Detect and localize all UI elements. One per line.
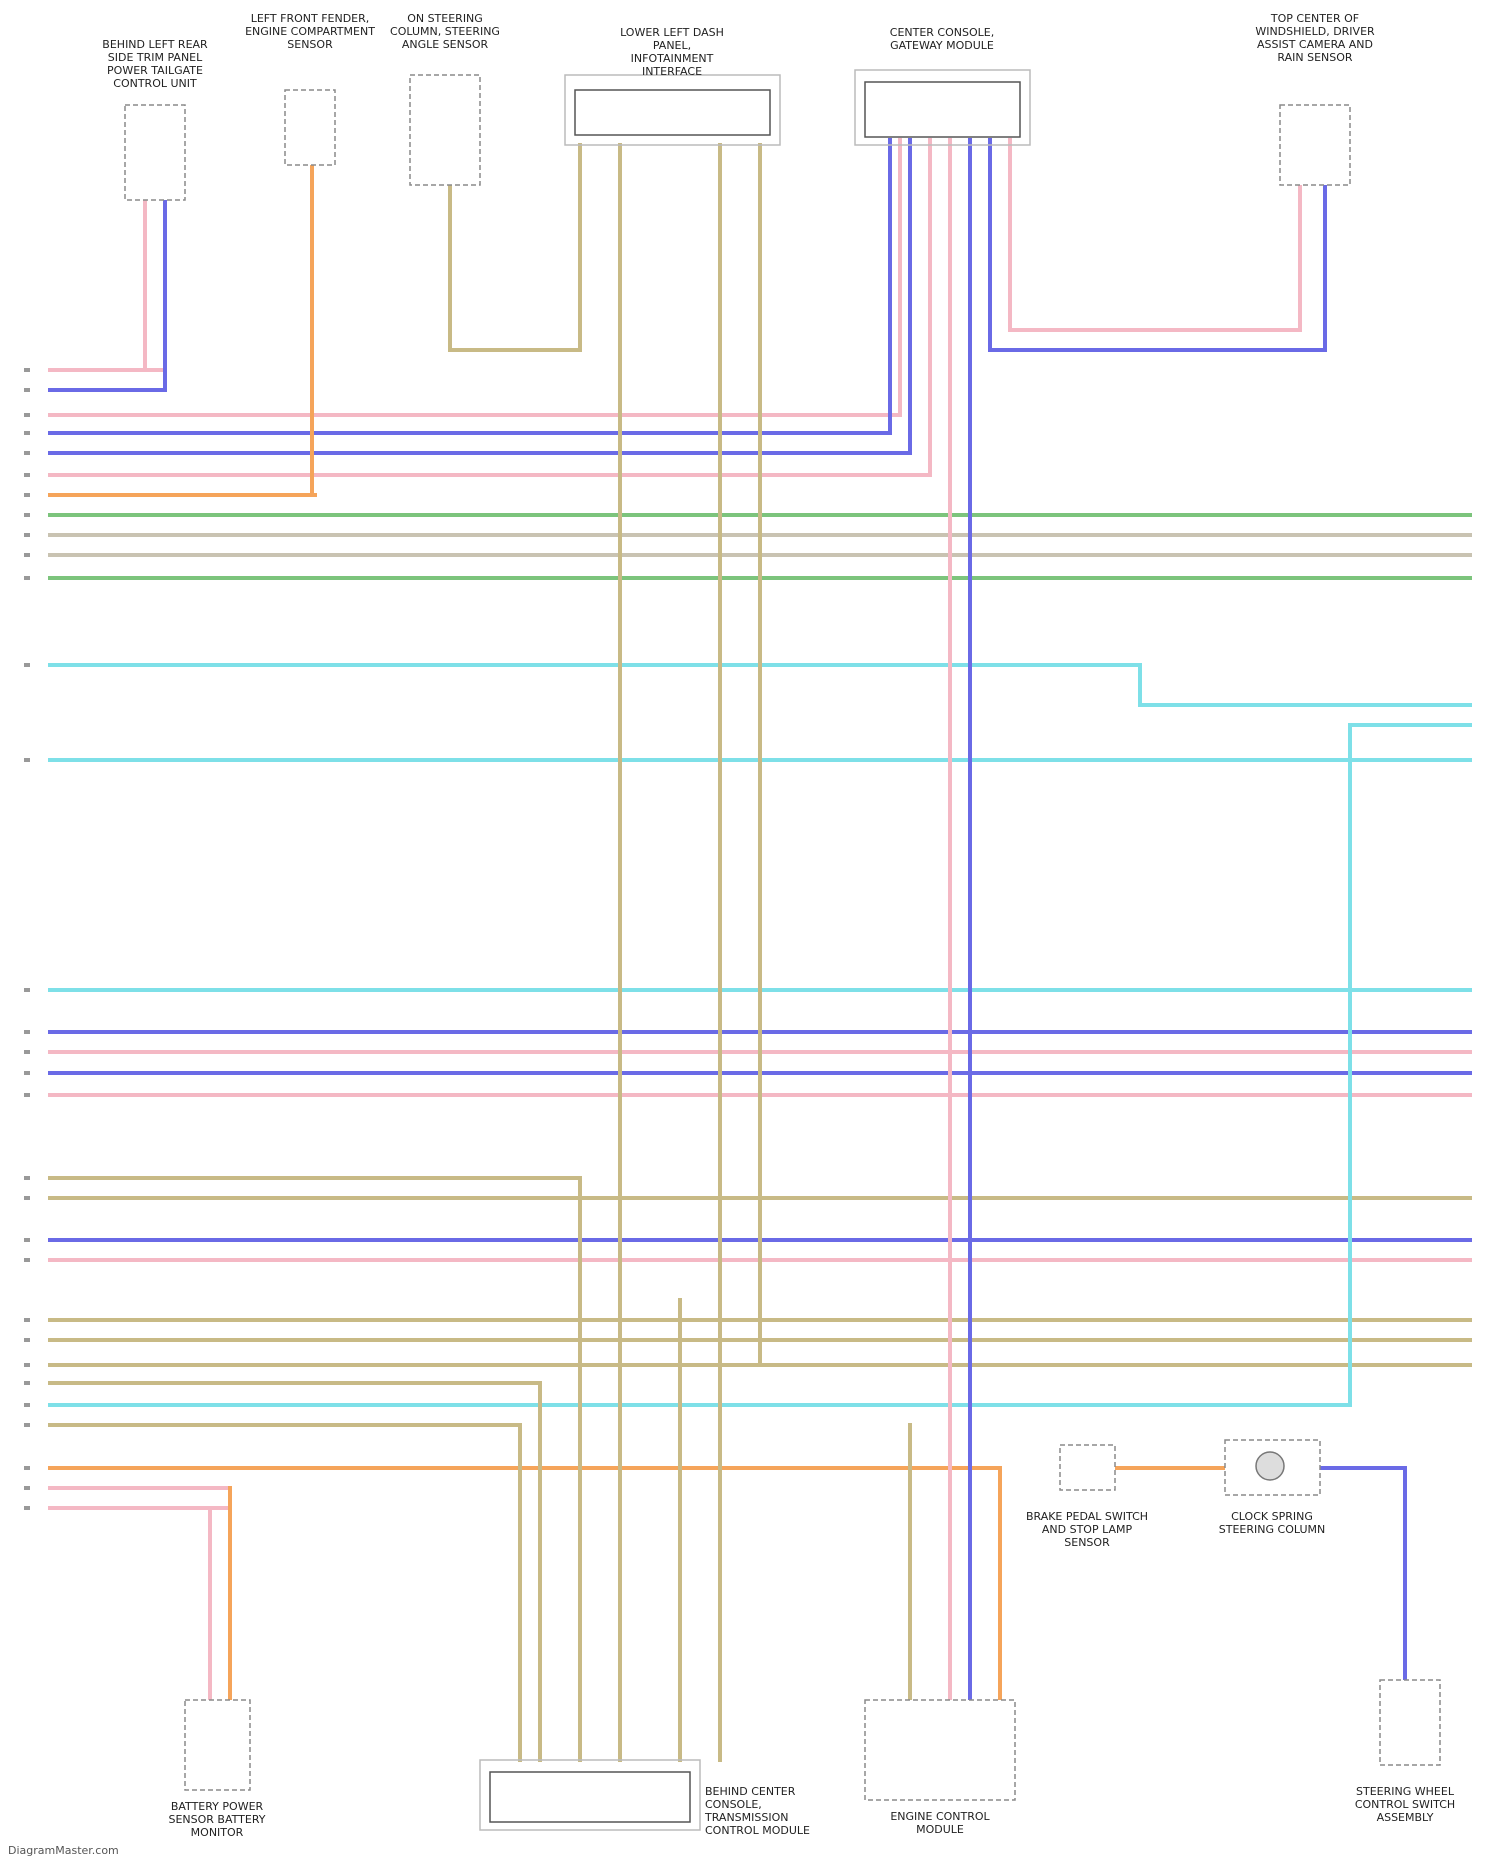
row-marker <box>24 553 30 557</box>
row-marker <box>24 388 30 392</box>
row-marker <box>24 493 30 497</box>
row-marker <box>24 1363 30 1367</box>
row-marker <box>24 1338 30 1342</box>
footer-text: DiagramMaster.com <box>8 1844 119 1857</box>
row-marker <box>24 413 30 417</box>
row-marker <box>24 1258 30 1262</box>
row-marker <box>24 1381 30 1385</box>
wire-c5-c6-pink <box>1010 140 1300 330</box>
component-c5-label: CENTER CONSOLE,GATEWAY MODULE <box>890 26 994 52</box>
row-marker <box>24 1486 30 1490</box>
row-marker <box>24 1238 30 1242</box>
row-marker <box>24 431 30 435</box>
row-marker <box>24 1050 30 1054</box>
row-marker <box>24 1506 30 1510</box>
wire-c1-pink <box>50 200 145 370</box>
row-marker <box>24 576 30 580</box>
row-marker <box>24 513 30 517</box>
component-c5: CENTER CONSOLE,GATEWAY MODULE <box>855 26 1030 145</box>
wire-c1-blue <box>50 200 165 390</box>
row-marker <box>24 1093 30 1097</box>
row-marker <box>24 1318 30 1322</box>
row-marker <box>24 368 30 372</box>
wire-cyan-route-2 <box>1350 725 1470 1405</box>
wire-c5-c6-blue <box>990 140 1325 350</box>
row-marker <box>24 451 30 455</box>
row-marker <box>24 1403 30 1407</box>
row-marker <box>24 1466 30 1470</box>
row-marker <box>24 1071 30 1075</box>
wire-c2-orange <box>50 165 312 495</box>
row-marker <box>24 988 30 992</box>
row-marker <box>24 663 30 667</box>
row-marker <box>24 1196 30 1200</box>
row-marker <box>24 758 30 762</box>
row-marker <box>24 1030 30 1034</box>
row-marker <box>24 533 30 537</box>
row-numbers <box>24 368 30 1510</box>
row-marker <box>24 1423 30 1427</box>
wire-c10-c11 <box>1320 1468 1405 1680</box>
row-marker <box>24 473 30 477</box>
wire-cyan-route <box>1140 665 1470 705</box>
row-marker <box>24 1176 30 1180</box>
